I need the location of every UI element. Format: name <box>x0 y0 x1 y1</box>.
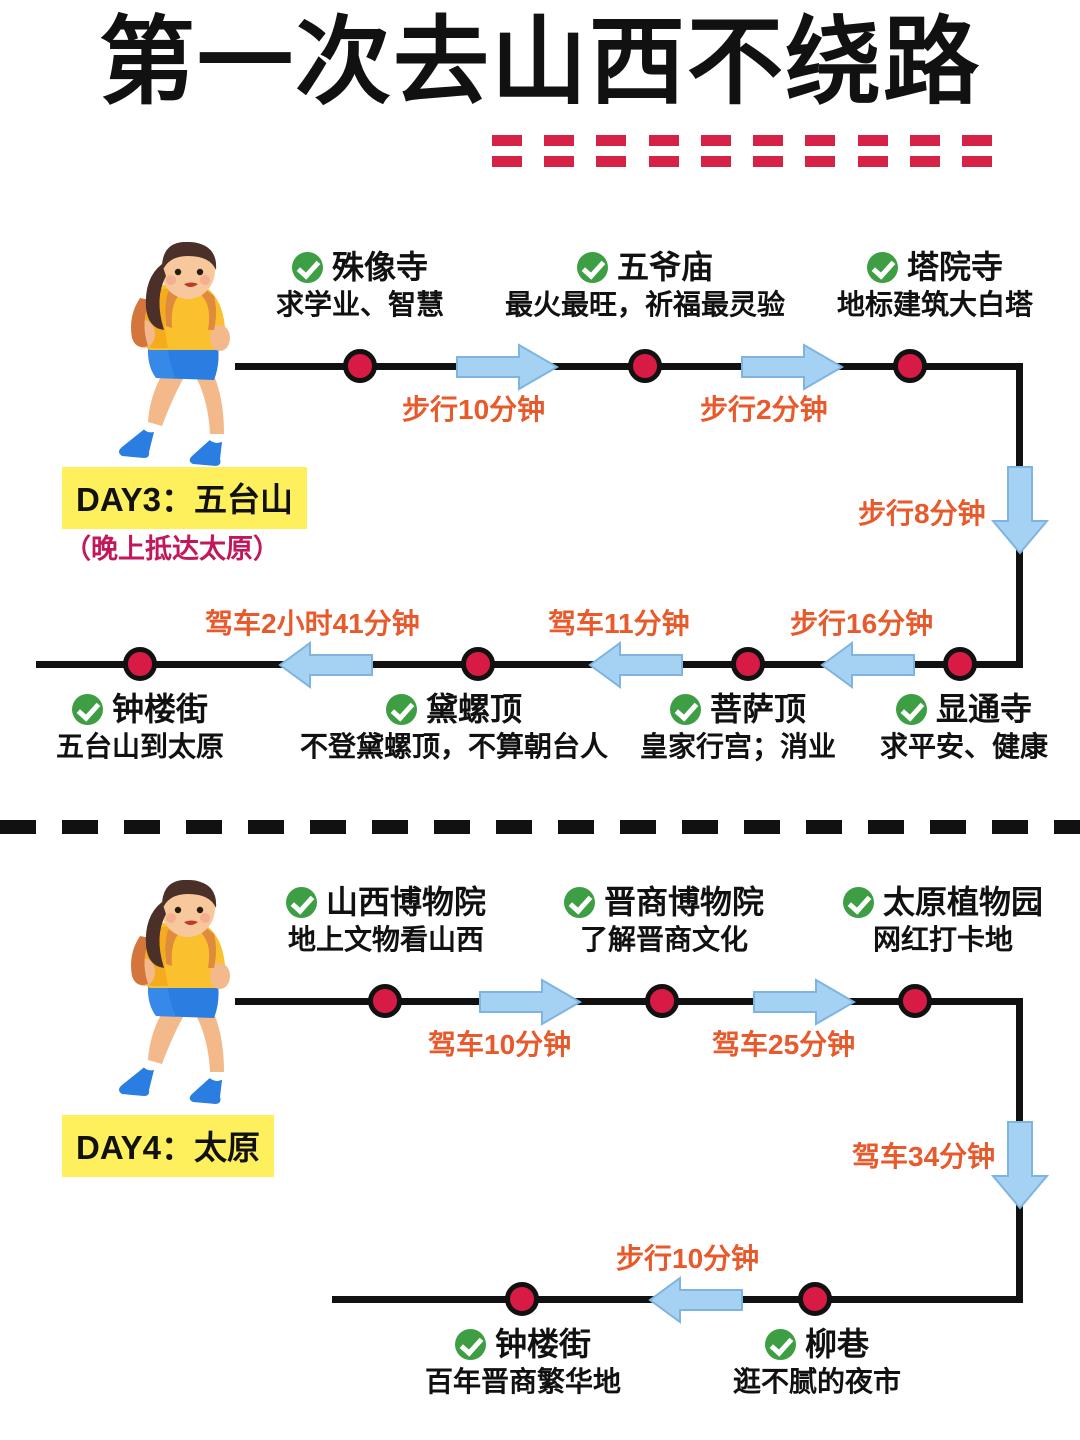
route-node <box>461 647 495 681</box>
stop-label: 晋商博物院 了解晋商文化 <box>540 884 788 956</box>
stop-label: 黛螺顶 不登黛螺顶，不算朝台人 <box>288 691 620 763</box>
transfer-time: 步行2分钟 <box>700 394 828 425</box>
check-icon <box>895 694 927 726</box>
check-icon <box>866 252 898 284</box>
check-icon <box>285 887 317 919</box>
transfer-time: 驾车2小时41分钟 <box>205 608 420 639</box>
route-node <box>798 1282 832 1316</box>
stop-label: 殊像寺 求学业、智慧 <box>200 249 520 321</box>
route-node <box>943 647 977 681</box>
arrow-right-icon <box>752 978 856 1026</box>
check-icon <box>764 1329 796 1361</box>
stop-desc: 地标建筑大白塔 <box>836 288 1033 320</box>
stop-name: 五爷庙 <box>616 249 713 285</box>
stop-name: 钟楼街 <box>111 691 208 727</box>
arrow-right-icon <box>478 978 582 1026</box>
stop-name: 塔院寺 <box>906 249 1003 285</box>
route-node <box>343 349 377 383</box>
stop-label: 柳巷 逛不腻的夜市 <box>706 1326 928 1398</box>
stop-name: 太原植物园 <box>882 884 1043 920</box>
check-icon <box>842 887 874 919</box>
stop-label: 钟楼街 百年晋商繁华地 <box>390 1326 656 1398</box>
stop-name: 黛螺顶 <box>425 691 522 727</box>
section-day4: DAY4：太原 山西博物院 地上文物看山西 晋商博物院 了解晋商文化 <box>0 865 1080 1435</box>
transfer-time: 步行10分钟 <box>402 394 546 425</box>
check-icon <box>385 694 417 726</box>
route-node <box>123 647 157 681</box>
transfer-time: 驾车10分钟 <box>428 1029 572 1060</box>
stop-name: 晋商博物院 <box>603 884 764 920</box>
route-node <box>368 984 402 1018</box>
walking-girl-illustration <box>92 242 262 467</box>
stop-label: 菩萨顶 皇家行宫；消业 <box>624 691 852 763</box>
route-line-day4-row1 <box>235 998 1023 1005</box>
page-title: 第一次去山西不绕路 <box>99 9 981 116</box>
stop-name: 钟楼街 <box>494 1326 591 1362</box>
stop-name: 显通寺 <box>935 691 1032 727</box>
transfer-time: 步行8分钟 <box>858 498 986 529</box>
arrow-left-icon <box>820 641 916 689</box>
arrow-right-icon <box>455 343 559 391</box>
stop-desc: 逛不腻的夜市 <box>732 1365 901 1397</box>
stop-desc: 求学业、智慧 <box>275 288 444 320</box>
arrow-left-icon <box>588 641 684 689</box>
transfer-time: 步行10分钟 <box>616 1243 760 1274</box>
route-node <box>731 647 765 681</box>
stop-name: 菩萨顶 <box>709 691 806 727</box>
stop-label: 山西博物院 地上文物看山西 <box>250 884 522 956</box>
stop-desc: 百年晋商繁华地 <box>424 1365 621 1397</box>
arrow-down-icon <box>991 465 1049 555</box>
transfer-time: 驾车25分钟 <box>712 1029 856 1060</box>
day-badge-day3: DAY3：五台山 <box>62 467 307 529</box>
stop-label: 塔院寺 地标建筑大白塔 <box>790 249 1080 321</box>
route-node <box>898 984 932 1018</box>
route-line-day3-row2 <box>36 661 1020 668</box>
stop-desc: 了解晋商文化 <box>579 923 748 955</box>
walking-girl-illustration <box>92 880 262 1105</box>
title-dash-decoration <box>492 134 992 168</box>
stop-desc: 皇家行宫；消业 <box>639 730 836 762</box>
stop-desc: 网红打卡地 <box>872 923 1013 955</box>
stop-label: 太原植物园 网红打卡地 <box>812 884 1074 956</box>
section-day3: DAY3：五台山 （晚上抵达太原） 殊像寺 求学业、智慧 五爷庙 最火最旺，祈福… <box>0 230 1080 800</box>
transfer-time: 驾车34分钟 <box>852 1141 996 1172</box>
transfer-time: 驾车11分钟 <box>548 608 690 639</box>
stop-desc: 求平安、健康 <box>879 730 1048 762</box>
arrow-down-icon <box>991 1120 1049 1210</box>
check-icon <box>563 887 595 919</box>
stop-label: 钟楼街 五台山到太原 <box>12 691 268 763</box>
stop-name: 柳巷 <box>804 1326 869 1362</box>
stop-desc: 不登黛螺顶，不算朝台人 <box>299 730 608 762</box>
check-icon <box>291 252 323 284</box>
route-node <box>893 349 927 383</box>
stop-name: 殊像寺 <box>331 249 428 285</box>
day-subtitle-day3: （晚上抵达太原） <box>64 534 280 564</box>
stop-desc: 五台山到太原 <box>55 730 224 762</box>
check-icon <box>669 694 701 726</box>
check-icon <box>71 694 103 726</box>
arrow-right-icon <box>740 343 844 391</box>
route-node <box>628 349 662 383</box>
check-icon <box>576 252 608 284</box>
stop-label: 显通寺 求平安、健康 <box>856 691 1072 763</box>
stop-desc: 地上文物看山西 <box>287 923 484 955</box>
section-divider <box>0 820 1080 834</box>
check-icon <box>454 1329 486 1361</box>
route-node <box>645 984 679 1018</box>
arrow-left-icon <box>648 1276 744 1324</box>
stop-desc: 最火最旺，祈福最灵验 <box>504 288 785 320</box>
stop-label: 五爷庙 最火最旺，祈福最灵验 <box>455 249 835 321</box>
transfer-time: 步行16分钟 <box>790 608 934 639</box>
day-badge-day4: DAY4：太原 <box>62 1115 274 1177</box>
route-node <box>505 1282 539 1316</box>
stop-name: 山西博物院 <box>325 884 486 920</box>
arrow-left-icon <box>278 641 374 689</box>
